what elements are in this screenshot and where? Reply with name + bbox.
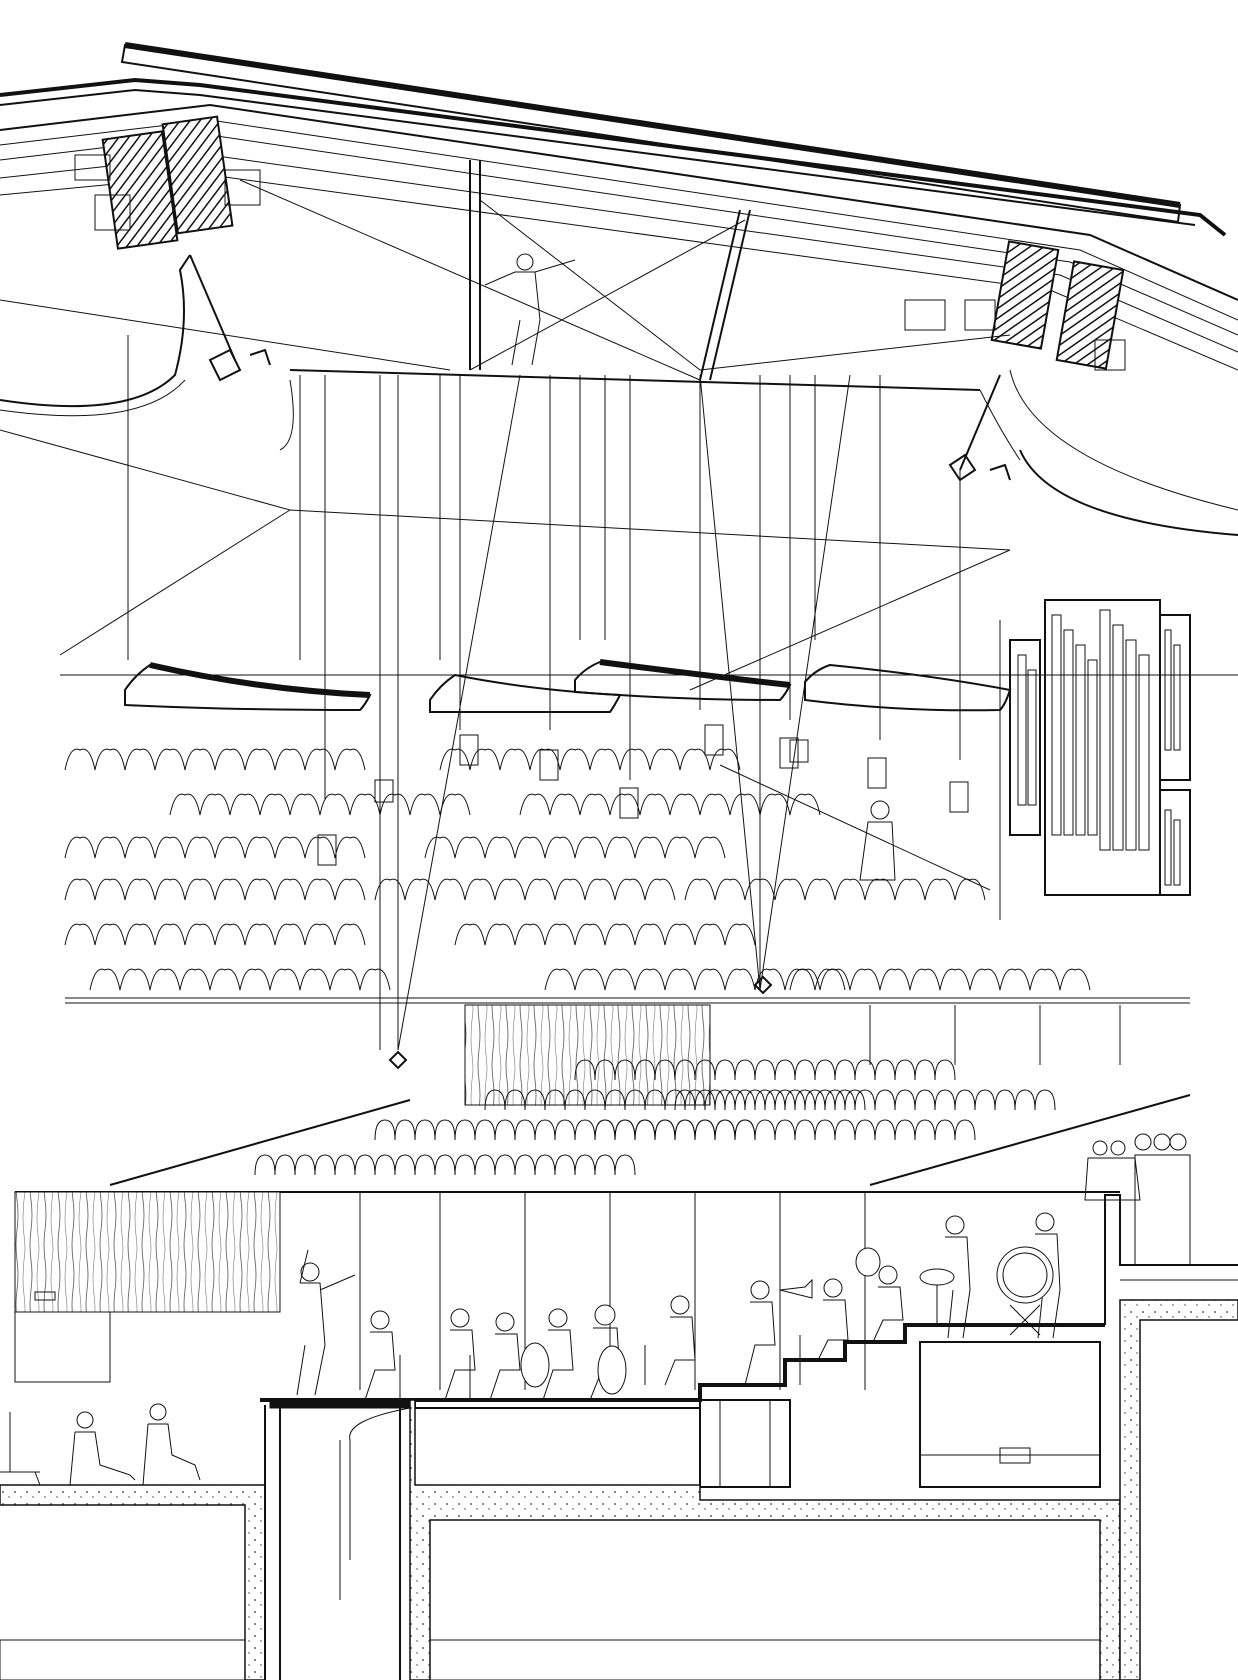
technician-figure <box>484 253 576 366</box>
roof-truss-section <box>0 42 1238 536</box>
orchestra-stage-risers <box>0 1191 1238 1488</box>
musicians <box>364 1212 1061 1401</box>
audience-balcony-seating <box>64 748 1190 1004</box>
pipe-organ <box>1009 599 1191 896</box>
choir-seating <box>109 1004 1191 1266</box>
standing-figure <box>719 764 991 891</box>
hanging-lights <box>317 724 969 1070</box>
concrete-foundation <box>0 1299 1238 1680</box>
singers-right <box>1084 1133 1191 1266</box>
hanger-cables <box>0 335 1238 1051</box>
acoustic-reflector-panels <box>124 659 1012 714</box>
seated-audience <box>0 1403 201 1486</box>
conductor-figure <box>296 1249 356 1396</box>
